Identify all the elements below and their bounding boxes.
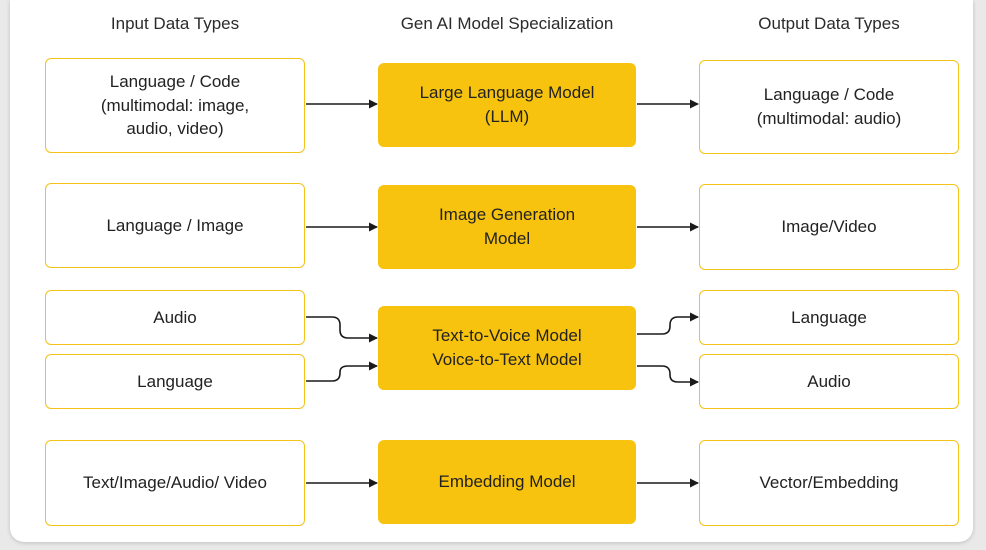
output-column-header: Output Data Types: [758, 14, 900, 33]
box-line: audio, video): [126, 119, 224, 139]
input-box-multimedia: Text/Image/Audio/ Video: [45, 440, 305, 526]
input-box-language: Language: [45, 354, 305, 409]
box-line: Image Generation: [438, 205, 576, 225]
box-line: Text/Image/Audio/ Video: [83, 473, 267, 493]
output-box-image-video: Image/Video: [699, 184, 959, 270]
model-column-header: Gen AI Model Specialization: [400, 14, 614, 33]
box-line: Language: [137, 371, 213, 391]
output-box-audio: Audio: [699, 354, 959, 409]
input-column-header: Input Data Types: [110, 14, 240, 33]
box-line: Embedding Model: [438, 472, 576, 492]
box-line: Large Language Model: [419, 83, 595, 103]
input-box-audio: Audio: [45, 290, 305, 345]
box-line: Image/Video: [781, 217, 877, 237]
box-line: Vector/Embedding: [759, 473, 899, 493]
box-line: Text-to-Voice Model: [432, 326, 582, 346]
box-line: Audio: [807, 371, 851, 391]
output-box-vector-embedding: Vector/Embedding: [699, 440, 959, 526]
output-box-language: Language: [699, 290, 959, 345]
box-line: Language / Image: [106, 215, 244, 235]
model-box-voice: Text-to-Voice Model Voice-to-Text Model: [378, 306, 636, 390]
box-line: Language / Code: [109, 71, 241, 91]
box-line: Audio: [153, 307, 197, 327]
input-box-language-code: Language / Code (multimodal: image, audi…: [45, 58, 305, 153]
model-box-embedding: Embedding Model: [378, 440, 636, 524]
box-line: Model: [483, 229, 531, 248]
output-box-language-code: Language / Code (multimodal: audio): [699, 60, 959, 154]
input-box-language-image: Language / Image: [45, 183, 305, 268]
box-line: Language: [791, 307, 867, 327]
box-line: (multimodal: image,: [100, 95, 250, 115]
box-line: Voice-to-Text Model: [432, 350, 582, 369]
model-box-llm: Large Language Model (LLM): [378, 63, 636, 147]
box-line: Language / Code: [763, 85, 895, 105]
box-line: (LLM): [484, 107, 530, 126]
box-line: (multimodal: audio): [756, 109, 902, 128]
model-box-image-generation: Image Generation Model: [378, 185, 636, 269]
